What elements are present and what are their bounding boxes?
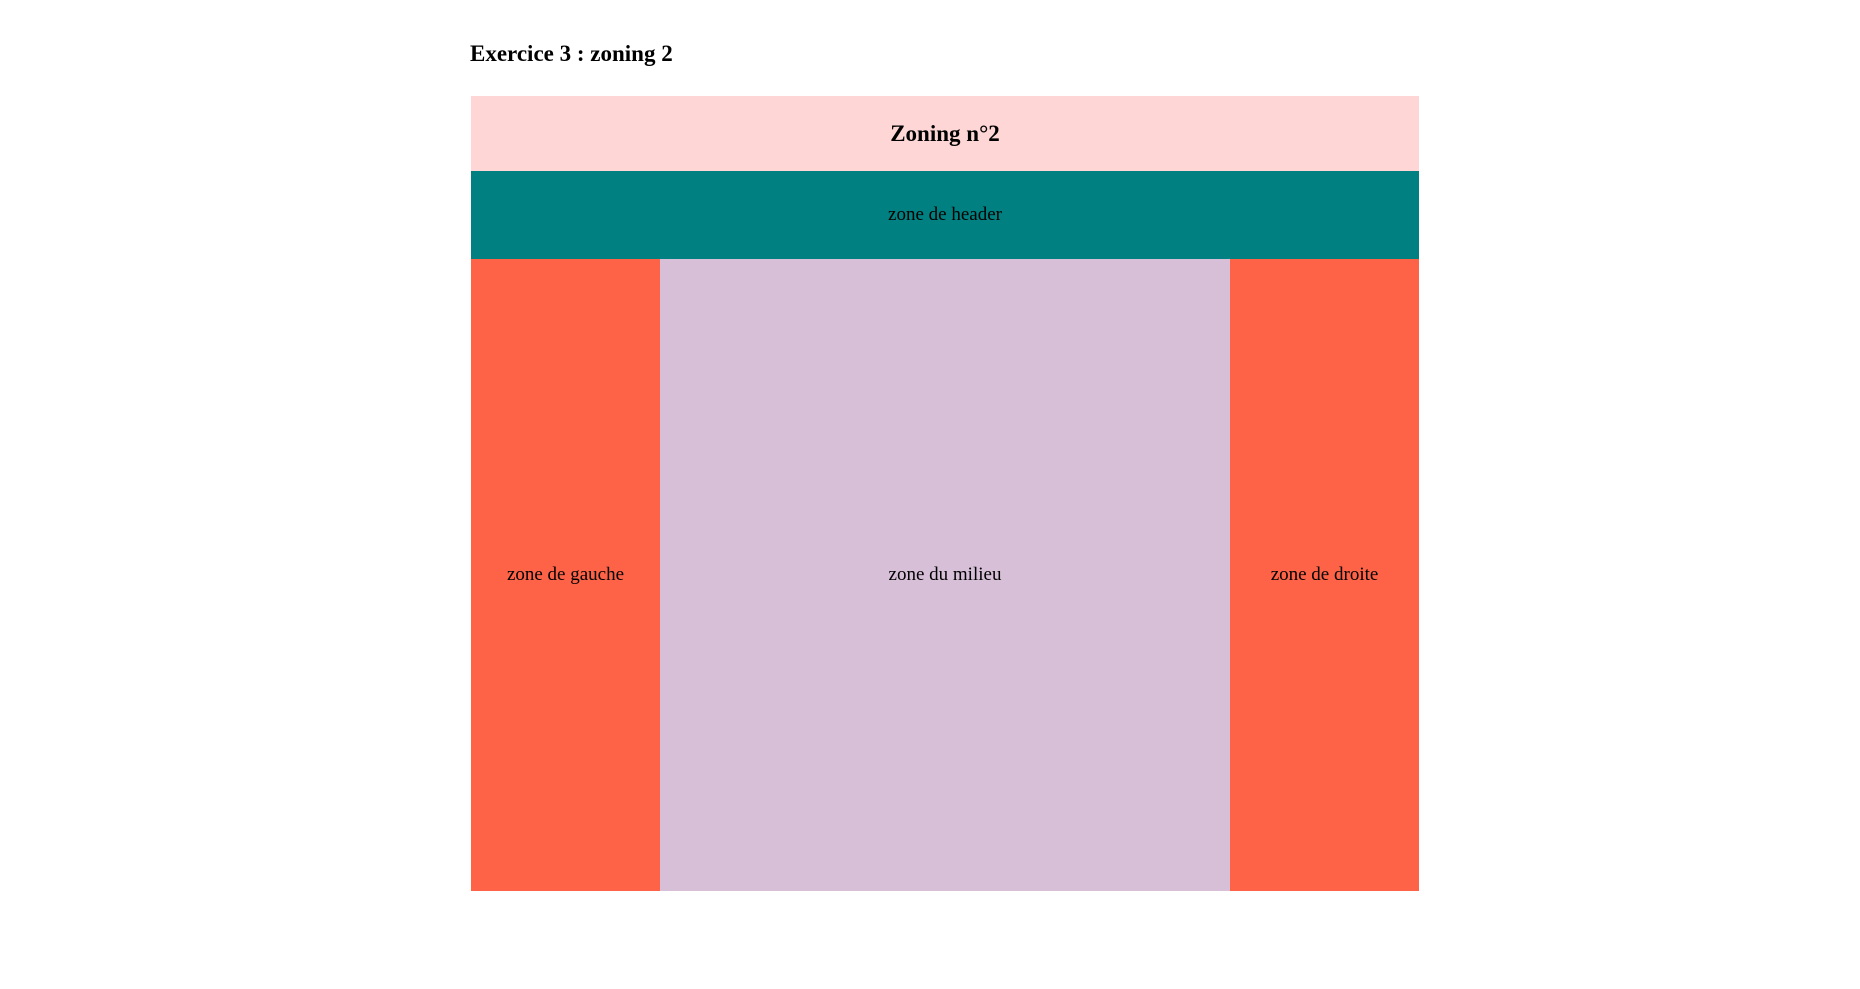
exercise-title: Exercice 3 : zoning 2 xyxy=(470,41,673,66)
zone-left: zone de gauche xyxy=(471,259,660,891)
zoning-title: Zoning n°2 xyxy=(471,96,1419,171)
zone-row: zone de gauche zone du milieu zone de dr… xyxy=(471,259,1419,891)
zone-right: zone de droite xyxy=(1230,259,1419,891)
zone-header: zone de header xyxy=(471,171,1419,259)
zone-middle: zone du milieu xyxy=(660,259,1230,891)
zoning-container: Zoning n°2 zone de header zone de gauche… xyxy=(471,96,1419,891)
